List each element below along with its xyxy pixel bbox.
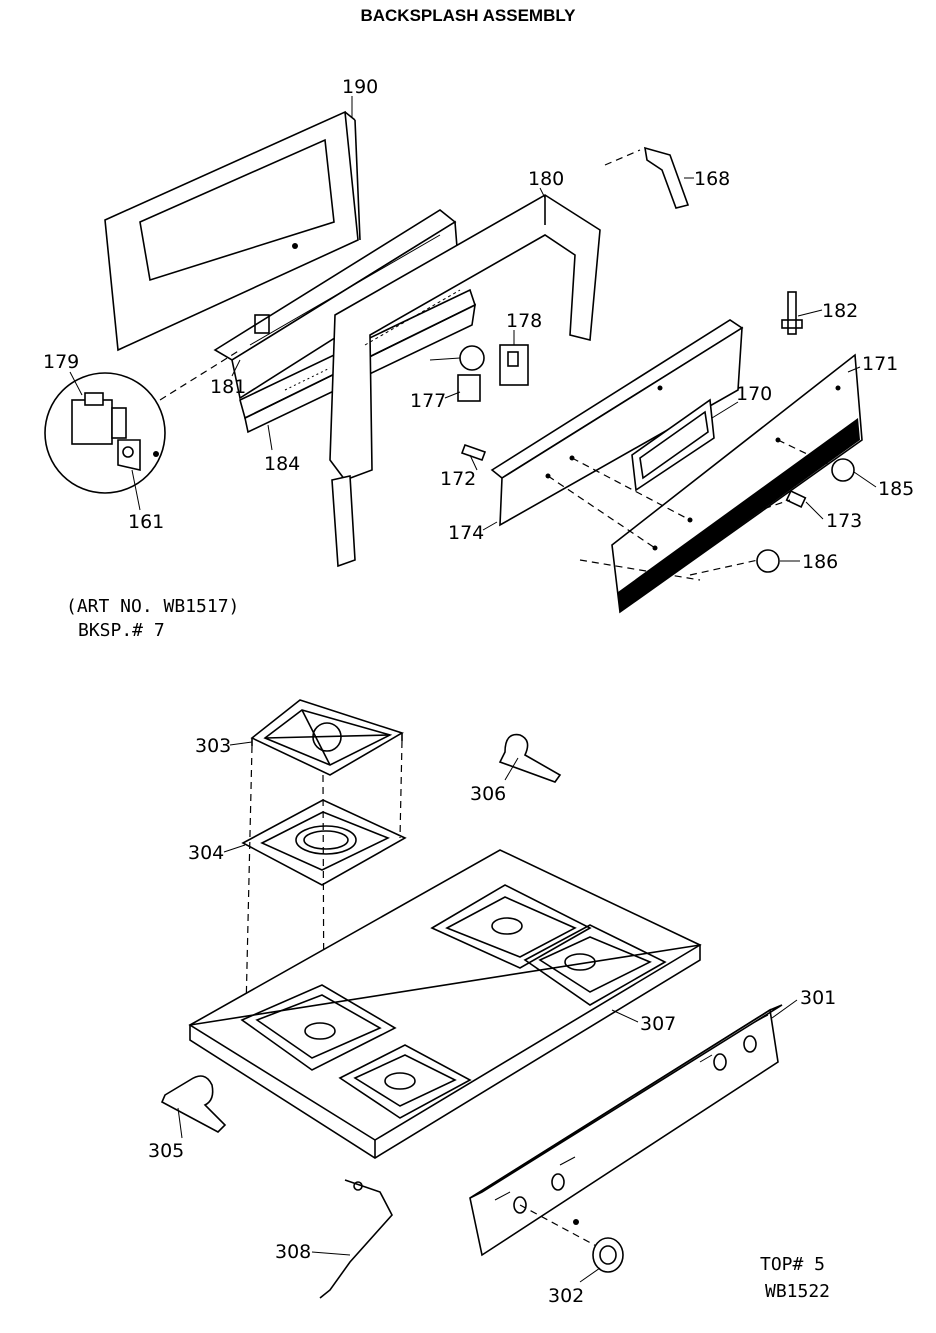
label-184: 184 xyxy=(264,453,300,475)
part-170-window xyxy=(631,398,715,492)
label-178: 178 xyxy=(506,310,542,332)
label-170: 170 xyxy=(736,383,772,405)
part-303-grate xyxy=(250,699,404,776)
backsplash-labels: 190 180 168 178 182 171 179 181 177 170 … xyxy=(43,76,914,573)
part-168-clip xyxy=(604,146,690,209)
label-172: 172 xyxy=(440,468,476,490)
label-174: 174 xyxy=(448,522,484,544)
part-171-front-panel xyxy=(611,353,863,614)
cooktop-labels: 303 306 304 307 301 305 308 302 xyxy=(148,735,836,1307)
label-307: 307 xyxy=(640,1013,676,1035)
label-173: 173 xyxy=(826,510,862,532)
label-303: 303 xyxy=(195,735,231,757)
label-304: 304 xyxy=(188,842,224,864)
label-308: 308 xyxy=(275,1241,311,1263)
detail-179-circle xyxy=(44,372,166,494)
part-302-knob xyxy=(519,1204,624,1273)
backsplash-guides xyxy=(159,349,833,581)
part-173-switch xyxy=(785,490,807,508)
part-307-cooktop xyxy=(188,849,702,1159)
label-305: 305 xyxy=(148,1140,184,1162)
part-182-trim xyxy=(781,291,803,335)
label-171: 171 xyxy=(862,353,898,375)
part-304-burner-pan xyxy=(241,799,407,886)
cooktop-leaders xyxy=(177,741,798,1283)
part-306-bracket xyxy=(498,733,562,783)
backsplash-leaders xyxy=(69,96,877,562)
part-301-manifold-panel xyxy=(469,1004,783,1257)
part-172-lamp xyxy=(460,443,487,462)
label-186: 186 xyxy=(802,551,838,573)
label-306: 306 xyxy=(470,783,506,805)
backsplash-model: BKSP.# 7 xyxy=(78,620,165,641)
top-art-number: WB1522 xyxy=(765,1281,830,1302)
label-179: 179 xyxy=(43,351,79,373)
part-180-frame xyxy=(329,194,601,568)
label-181: 181 xyxy=(210,376,246,398)
page-title: BACKSPLASH ASSEMBLY xyxy=(360,6,576,25)
label-301: 301 xyxy=(800,987,836,1009)
top-model: TOP# 5 xyxy=(760,1254,825,1275)
label-190: 190 xyxy=(342,76,378,98)
label-302: 302 xyxy=(548,1285,584,1307)
part-305-bracket xyxy=(160,1075,227,1133)
label-168: 168 xyxy=(694,168,730,190)
label-185: 185 xyxy=(878,478,914,500)
part-190-back-panel xyxy=(104,110,361,352)
label-180: 180 xyxy=(528,168,564,190)
part-185-knob xyxy=(831,458,855,482)
label-182: 182 xyxy=(822,300,858,322)
part-308-rod xyxy=(319,1179,393,1299)
label-177: 177 xyxy=(410,390,446,412)
part-177-thermostat xyxy=(429,345,485,402)
part-186-knob xyxy=(756,549,780,573)
label-161: 161 xyxy=(128,511,164,533)
backsplash-art-number: (ART NO. WB1517) xyxy=(66,596,239,617)
part-178-switch xyxy=(499,344,529,386)
